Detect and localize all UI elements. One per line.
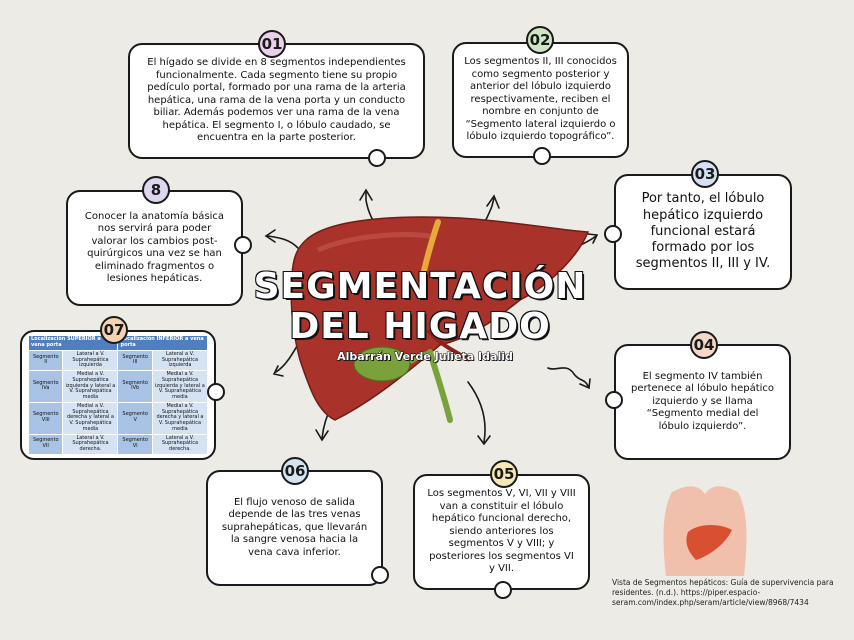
connector-dot-01 [368, 149, 386, 167]
table-cell: Segmento VII [27, 433, 64, 455]
table-cell: Medial a V. Suprahepática derecha y late… [62, 401, 119, 435]
table-cell: Lateral a V. Suprahepática derecha. [62, 433, 119, 455]
gallbladder [353, 346, 411, 382]
badge-02: 02 [526, 26, 554, 54]
box-03-text: Por tanto, el lóbulo hepático izquierdo … [635, 191, 771, 272]
box-05: Los segmentos V, VI, VII y VIII van a co… [413, 474, 590, 590]
bile-duct [427, 349, 453, 423]
box-07: Localización SUPERIOR a vena porta Local… [20, 330, 216, 460]
box-06-text: El flujo venoso de salida depende de las… [221, 496, 368, 558]
connector-dot-04 [605, 391, 623, 409]
badge-07: 07 [100, 316, 128, 344]
box-02: Los segmentos II, III conocidos como seg… [452, 42, 629, 158]
table-cell: Segmento IVa [27, 370, 64, 403]
box-04-text: El segmento IV también pertenece al lóbu… [630, 370, 775, 432]
badge-8: 8 [142, 176, 170, 204]
author: Albarrán Verde Julieta Idalid [337, 350, 514, 364]
torso-liver-icon [686, 525, 732, 560]
table-row: Segmento VII Lateral a V. Suprahepática … [27, 433, 209, 455]
table-cell: Segmento VIII [27, 401, 64, 435]
table-cell: Medial a V. Suprahepática izquierda y la… [62, 370, 119, 403]
badge-03: 03 [691, 160, 719, 188]
table-cell: Lateral a V. Suprahepática derecha. [151, 433, 209, 455]
table-cell: Lateral a V. Suprahepática izquierda [151, 349, 209, 372]
title-line-2: DEL HIGADO [288, 305, 551, 348]
table-cell: Segmento III [117, 349, 153, 372]
box-01-text: El hígado se divide en 8 segmentos indep… [147, 57, 406, 144]
box-8-text: Conocer la anatomía básica nos servirá p… [84, 210, 225, 285]
badge-04: 04 [690, 331, 718, 359]
connector-dot-8 [234, 236, 252, 254]
badge-01: 01 [258, 30, 286, 58]
table-row: Segmento IVa Medial a V. Suprahepática i… [27, 370, 209, 403]
table-cell: Segmento II [27, 349, 64, 372]
hepatic-artery [426, 328, 471, 362]
connector-dot-05 [494, 581, 512, 599]
connector-dot-03 [604, 225, 622, 243]
reference-text: Vista de Segmentos hepáticos: Guía de su… [612, 578, 834, 607]
connector-dot-02 [533, 147, 551, 165]
segment-table: Localización SUPERIOR a vena porta Local… [27, 335, 209, 455]
falciform-ligament [417, 219, 441, 293]
arrow-to-04 [547, 367, 589, 387]
table-cell: Segmento VI [117, 433, 153, 455]
box-01: El hígado se divide en 8 segmentos indep… [128, 43, 425, 159]
box-06: El flujo venoso de salida depende de las… [206, 470, 383, 586]
box-04: El segmento IV también pertenece al lóbu… [614, 344, 791, 460]
table-cell: Medial a V. Suprahepática izquierda y la… [151, 370, 209, 403]
table-cell: Lateral a V. Suprahepática izquierda [62, 349, 119, 372]
badge-05: 05 [490, 460, 518, 488]
box-03: Por tanto, el lóbulo hepático izquierdo … [614, 174, 792, 290]
title-line-1: SEGMENTACIÓN [253, 265, 587, 308]
box-02-text: Los segmentos II, III conocidos como seg… [464, 56, 617, 143]
table-row: Segmento II Lateral a V. Suprahepática i… [27, 349, 209, 372]
badge-06: 06 [281, 457, 309, 485]
box-05-text: Los segmentos V, VI, VII y VIII van a co… [427, 488, 576, 575]
table-header-superior: Localización SUPERIOR a vena porta [27, 335, 119, 351]
connector-dot-07 [207, 383, 225, 401]
arrow-to-05 [467, 381, 486, 443]
connector-dot-06 [371, 566, 389, 584]
arrow-to-8 [267, 235, 299, 249]
